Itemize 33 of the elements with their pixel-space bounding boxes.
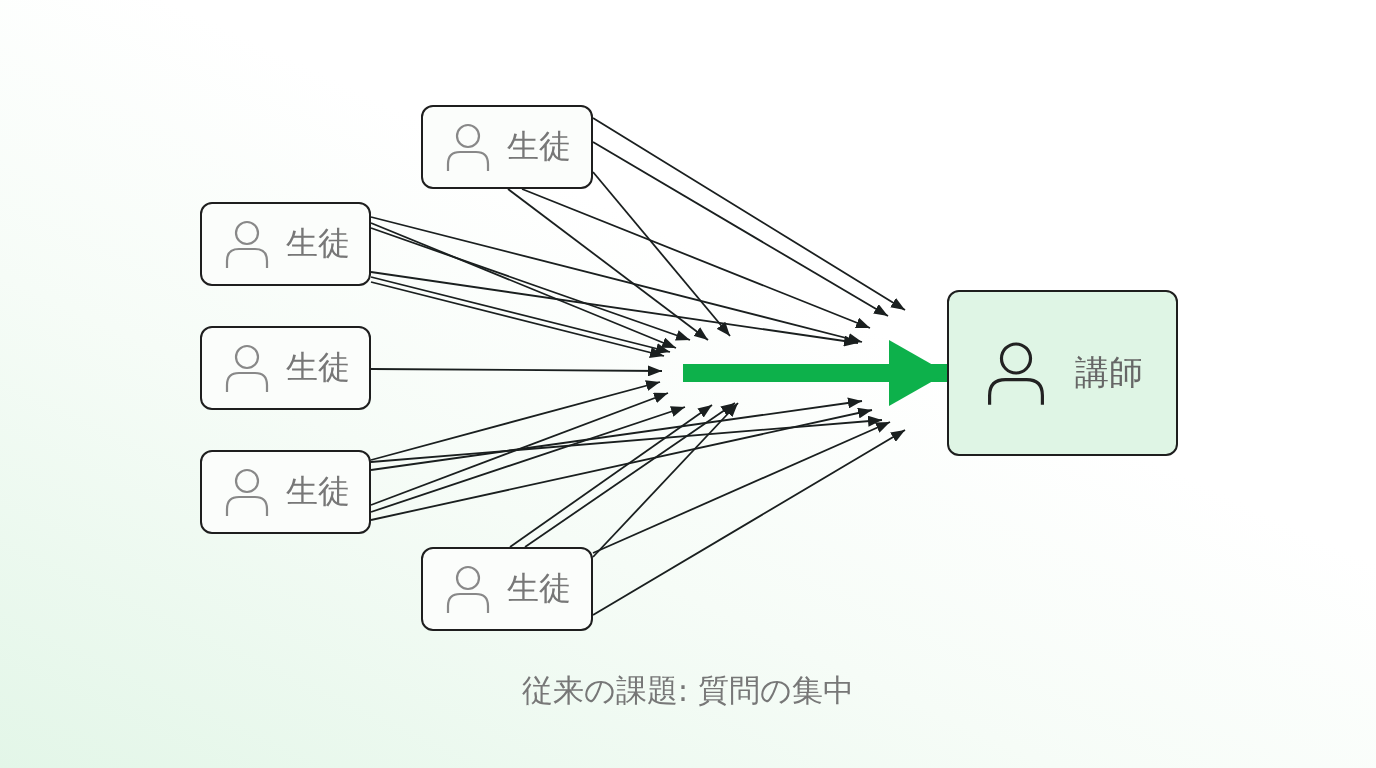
student-box [200, 326, 371, 410]
role-label: 生徒 [507, 126, 571, 167]
arrow [370, 415, 883, 463]
arrow [592, 421, 891, 554]
arrow [370, 397, 863, 471]
arrow [592, 141, 889, 317]
big-arrow [683, 340, 947, 406]
arrow [370, 406, 686, 513]
arrow [370, 271, 859, 347]
arrow [370, 380, 661, 461]
arrow [592, 402, 739, 558]
role-label: 生徒 [285, 223, 350, 264]
arrow [370, 365, 663, 377]
role-label: 生徒 [285, 347, 350, 388]
student-box [200, 202, 371, 286]
arrow [524, 402, 736, 548]
caption: 従来の課題: 質問の集中 [521, 672, 855, 708]
arrow [592, 171, 731, 337]
role-label: 生徒 [507, 568, 571, 609]
arrow [592, 429, 906, 616]
student-box [421, 547, 593, 631]
student-box [200, 450, 371, 534]
teacher-box [947, 290, 1178, 456]
arrow [592, 117, 906, 311]
student-box [421, 105, 593, 189]
arrow [507, 188, 709, 341]
arrow [509, 404, 713, 548]
arrow [370, 392, 669, 506]
role-label: 生徒 [285, 471, 350, 512]
role-label: 講師 [1074, 351, 1143, 394]
arrow [370, 216, 863, 344]
arrow [370, 407, 873, 521]
arrow [521, 188, 871, 329]
